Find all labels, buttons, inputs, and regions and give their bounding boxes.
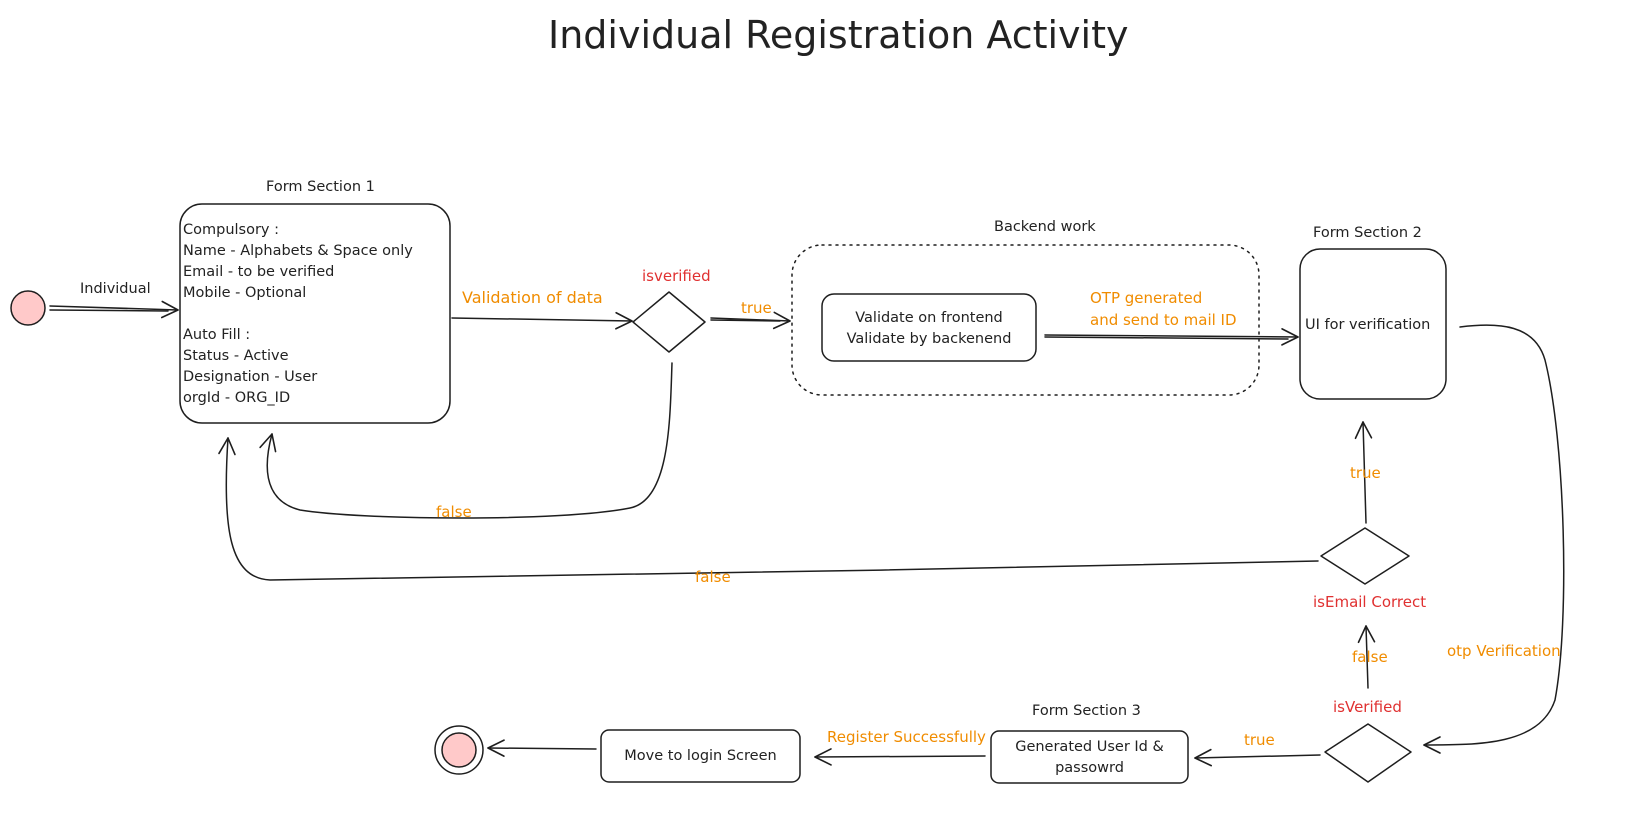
form3-line-2: passowrd bbox=[1055, 760, 1124, 776]
form1-line-autofill: Auto Fill : bbox=[183, 327, 251, 343]
arrow-isverified-false bbox=[1357, 625, 1376, 689]
true-label-1: true bbox=[741, 299, 772, 317]
arrow-isemail-true bbox=[1354, 421, 1373, 524]
form1-line-email: Email - to be verified bbox=[183, 264, 335, 280]
arrow-otp-verification bbox=[1423, 324, 1565, 754]
validation-of-data-label: Validation of data bbox=[462, 288, 603, 307]
otp-generated-label-1: OTP generated bbox=[1090, 289, 1203, 307]
arrow-validate-to-form2-double bbox=[1044, 336, 1289, 340]
form-section-3-label: Form Section 3 bbox=[1032, 703, 1141, 719]
false-email-label: false bbox=[695, 568, 731, 586]
end-node bbox=[441, 732, 477, 768]
form-section-2-box bbox=[1299, 248, 1447, 400]
false-verified-label: false bbox=[1352, 648, 1388, 666]
otp-verification-label: otp Verification bbox=[1447, 642, 1561, 660]
start-node bbox=[10, 290, 46, 326]
arrow-validate-to-form2 bbox=[1044, 328, 1299, 346]
form1-line-name: Name - Alphabets & Space only bbox=[183, 243, 413, 259]
arrow-start-to-form1 bbox=[49, 300, 179, 319]
backend-work-label: Backend work bbox=[994, 219, 1096, 235]
false-label-1: false bbox=[436, 503, 472, 521]
arrow-isverified-true-double bbox=[710, 319, 781, 322]
is-email-correct-decision bbox=[1320, 527, 1410, 585]
validate-line-2: Validate by backenend bbox=[846, 331, 1012, 347]
end-node-ring bbox=[434, 725, 484, 775]
arrow-start-to-form1-double bbox=[49, 309, 169, 312]
true-verified-label: true bbox=[1244, 731, 1275, 749]
arrow-isverified-true-to-form3 bbox=[1194, 748, 1321, 767]
form1-line-mobile: Mobile - Optional bbox=[183, 285, 307, 301]
login-text: Move to login Screen bbox=[624, 748, 777, 764]
is-email-correct-label: isEmail Correct bbox=[1313, 593, 1427, 611]
login-box bbox=[600, 729, 801, 783]
form1-line-designation: Designation - User bbox=[183, 369, 318, 385]
true-email-label: true bbox=[1350, 464, 1381, 482]
arrow-isverified-false bbox=[259, 362, 673, 519]
isverified-decision bbox=[632, 291, 706, 353]
diagram-title: Individual Registration Activity bbox=[548, 13, 1129, 57]
backend-work-group bbox=[791, 244, 1260, 396]
arrow-login-to-end bbox=[487, 739, 597, 757]
arrow-form1-to-isverified bbox=[451, 311, 633, 330]
arrow-form3-to-login bbox=[814, 748, 986, 766]
validate-box bbox=[821, 293, 1037, 362]
form3-line-1: Generated User Id & bbox=[1015, 739, 1164, 755]
isverified-label: isverified bbox=[642, 267, 711, 285]
form1-line-compulsory: Compulsory : bbox=[183, 222, 280, 238]
individual-label: Individual bbox=[80, 281, 151, 297]
form-section-3-box bbox=[990, 730, 1189, 784]
is-verified-label: isVerified bbox=[1333, 698, 1402, 716]
validate-line-1: Validate on frontend bbox=[855, 310, 1003, 326]
register-successfully-label: Register Successfully bbox=[827, 728, 986, 746]
is-verified-decision bbox=[1324, 723, 1412, 783]
arrow-isemail-false bbox=[218, 437, 1319, 581]
otp-generated-label-2: and send to mail ID bbox=[1090, 311, 1237, 329]
form2-text: UI for verification bbox=[1305, 317, 1431, 333]
form-section-1-box bbox=[179, 203, 451, 424]
form-section-2-label: Form Section 2 bbox=[1313, 225, 1422, 241]
form1-line-orgid: orgId - ORG_ID bbox=[183, 390, 291, 406]
form-section-1-label: Form Section 1 bbox=[266, 179, 375, 195]
form1-line-status: Status - Active bbox=[183, 348, 289, 364]
